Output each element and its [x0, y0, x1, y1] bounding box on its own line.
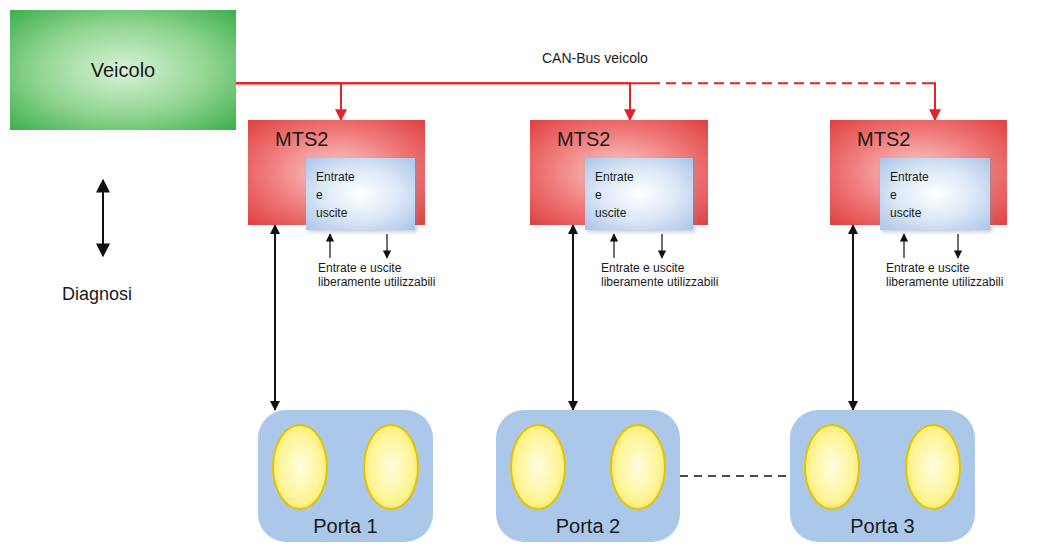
node-title: Porta 2 — [556, 515, 620, 538]
node-title: Porta 3 — [850, 515, 914, 538]
node-title: MTS2 — [275, 128, 328, 151]
link-arrow — [573, 225, 574, 410]
io-note: Entrate e uscite liberamente utilizzabil… — [886, 261, 1024, 290]
diagnosis-arrow — [102, 180, 104, 256]
door-leaf — [272, 424, 328, 510]
module-box: MTS2Entrate e uscite — [248, 120, 425, 225]
vehicle-box: Veicolo — [10, 10, 236, 130]
door-leaf — [510, 424, 566, 510]
io-box: Entrate e uscite — [880, 158, 990, 230]
link-arrow — [275, 225, 276, 410]
door-link — [680, 476, 790, 477]
door-box: Porta 3 — [790, 410, 975, 542]
input-arrow — [329, 234, 330, 258]
can-bus-line — [236, 83, 341, 120]
node-title: Veicolo — [91, 59, 156, 82]
input-arrow — [903, 234, 904, 258]
io-box: Entrate e uscite — [585, 158, 693, 230]
io-box: Entrate e uscite — [306, 158, 415, 230]
door-box: Porta 2 — [496, 410, 680, 542]
io-label: Entrate e uscite — [890, 168, 929, 222]
node-title: Porta 1 — [313, 515, 377, 538]
door-leaf — [363, 424, 419, 510]
door-leaf — [610, 424, 666, 510]
diagnosis-label: Diagnosi — [62, 284, 132, 306]
io-label: Entrate e uscite — [316, 168, 355, 222]
output-arrow — [957, 234, 958, 258]
door-leaf — [804, 424, 860, 510]
output-arrow — [386, 234, 387, 258]
door-leaf — [905, 424, 961, 510]
io-note: Entrate e uscite liberamente utilizzabil… — [601, 261, 739, 290]
input-arrow — [613, 234, 614, 258]
link-arrow — [853, 225, 854, 410]
can-bus-line — [236, 83, 630, 120]
door-box: Porta 1 — [258, 410, 433, 542]
output-arrow — [661, 234, 662, 258]
io-label: Entrate e uscite — [595, 168, 634, 222]
module-box: MTS2Entrate e uscite — [530, 120, 708, 225]
module-box: MTS2Entrate e uscite — [830, 120, 1007, 225]
io-note: Entrate e uscite liberamente utilizzabil… — [318, 261, 456, 290]
node-title: MTS2 — [557, 128, 610, 151]
can-bus-line — [236, 83, 935, 120]
bus-label: CAN-Bus veicolo — [540, 50, 650, 67]
node-title: MTS2 — [857, 128, 910, 151]
